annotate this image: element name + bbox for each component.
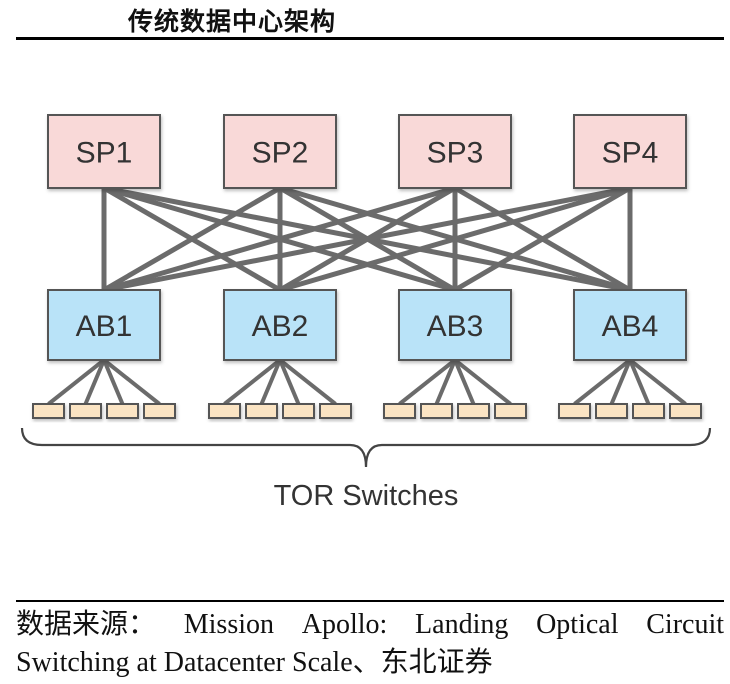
tor-switch <box>558 403 591 419</box>
spine-switch-sp2-label: SP2 <box>252 137 309 170</box>
spine-switch-sp1-box <box>47 114 161 189</box>
spine-switch-sp3: SP3 <box>398 114 512 189</box>
link-ab3-tor <box>398 358 457 406</box>
tor-switch <box>595 403 628 419</box>
spine-switch-sp3-label: SP3 <box>427 137 484 170</box>
source-rule <box>16 600 724 602</box>
aggregation-block-ab3-label: AB3 <box>427 310 484 343</box>
aggregation-block-ab2: AB2 <box>223 289 337 361</box>
source-word: Landing <box>415 609 509 640</box>
link-ab3-tor <box>453 358 512 406</box>
title-rule <box>16 37 724 40</box>
tor-brace <box>20 427 712 468</box>
aggregation-block-ab1-label: AB1 <box>76 310 133 343</box>
tor-switch <box>245 403 278 419</box>
link-ab2-tor <box>278 359 301 405</box>
link-sp3-ab1 <box>103 185 456 293</box>
spine-switch-sp4: SP4 <box>573 114 687 189</box>
source-word: Circuit <box>646 609 724 640</box>
tor-links-layer <box>47 358 687 406</box>
aggregation-block-ab4: AB4 <box>573 289 687 361</box>
tor-switch <box>383 403 416 419</box>
aggregation-block-ab4-label: AB4 <box>602 310 659 343</box>
tor-switch <box>106 403 139 419</box>
link-ab4-tor <box>628 358 687 406</box>
aggregation-block-ab2-label: AB2 <box>252 310 309 343</box>
tor-switch <box>420 403 453 419</box>
tor-switch <box>69 403 102 419</box>
source-note: 数据来源： Mission Apollo: Landing Optical Circuit… <box>16 606 724 682</box>
figure-title: 传统数据中心架构 <box>128 7 337 36</box>
link-sp4-ab2 <box>279 185 631 293</box>
tor-switch <box>282 403 315 419</box>
tor-switch <box>208 403 241 419</box>
link-sp2-ab1 <box>102 185 282 293</box>
link-sp4-ab3 <box>453 185 632 293</box>
tor-switch <box>32 403 65 419</box>
link-ab2-tor <box>259 359 282 405</box>
aggregation-block-ab1-box <box>47 289 161 361</box>
aggregation-block-ab2-box <box>223 289 337 361</box>
spine-switch-sp1-label: SP1 <box>76 137 133 170</box>
spine-switch-sp4-box <box>573 114 687 189</box>
tor-switch <box>494 403 527 419</box>
link-ab2-tor <box>278 358 337 406</box>
spine-switch-sp3-box <box>398 114 512 189</box>
spine-switch-sp4-label: SP4 <box>602 137 659 170</box>
aggregation-block-ab1: AB1 <box>47 289 161 361</box>
link-ab1-tor <box>102 359 125 405</box>
tor-switch <box>143 403 176 419</box>
tor-switch <box>319 403 352 419</box>
source-line-2: Switching at Datacenter Scale、东北证券 <box>16 647 493 678</box>
source-word: Mission <box>183 609 274 640</box>
link-ab3-tor <box>453 359 476 405</box>
source-word: Apollo: <box>301 609 388 640</box>
aggregation-block-ab3-box <box>398 289 512 361</box>
link-ab1-tor <box>47 358 106 406</box>
link-ab1-tor <box>83 359 106 405</box>
tor-switches-label: TOR Switches <box>274 480 459 512</box>
link-ab4-tor <box>609 359 632 405</box>
source-word: Optical <box>536 609 619 640</box>
link-sp4-ab1 <box>103 185 631 293</box>
link-ab2-tor <box>223 358 282 406</box>
spine-switch-sp2-box <box>223 114 337 189</box>
tor-switch <box>669 403 702 419</box>
source-line-1: 数据来源： Mission Apollo: Landing Optical Circuit <box>16 606 724 644</box>
aggregation-block-ab4-box <box>573 289 687 361</box>
links-layer <box>101 185 633 293</box>
link-ab4-tor <box>573 358 632 406</box>
tor-switch <box>457 403 490 419</box>
spine-switch-sp2: SP2 <box>223 114 337 189</box>
link-ab4-tor <box>628 359 651 405</box>
aggregation-block-ab3: AB3 <box>398 289 512 361</box>
link-ab3-tor <box>434 359 457 405</box>
link-ab1-tor <box>102 358 161 406</box>
spine-switch-sp1: SP1 <box>47 114 161 189</box>
source-word: 数据来源： <box>16 609 157 640</box>
tor-switch <box>632 403 665 419</box>
